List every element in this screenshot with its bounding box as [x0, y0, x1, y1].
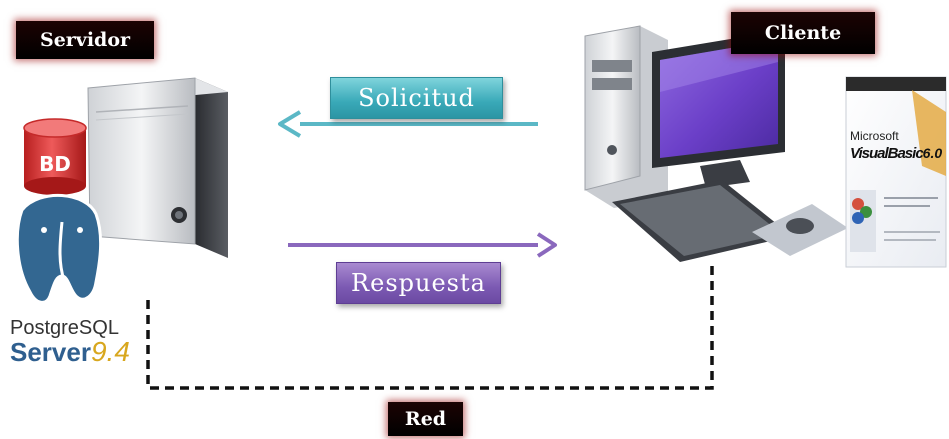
server-label: Servidor — [16, 21, 154, 59]
request-arrow — [278, 110, 538, 138]
postgres-logo-line2: Server — [10, 337, 91, 367]
client-label: Cliente — [731, 12, 875, 54]
vb-brand: Microsoft — [850, 129, 899, 143]
server-tower-icon — [87, 77, 228, 258]
vb-product: VisualBasic — [850, 145, 924, 162]
response-arrow — [288, 232, 557, 258]
postgres-logo-line2-wrap: Server9.4 — [10, 338, 130, 366]
postgres-logo-version: 9.4 — [90, 336, 130, 367]
visual-basic-box-icon — [845, 76, 947, 268]
request-label: Solicitud — [330, 77, 503, 119]
postgres-logo-line1: PostgreSQL — [10, 317, 119, 339]
desktop-computer-icon — [584, 25, 848, 262]
postgresql-elephant-icon — [15, 194, 103, 304]
vb-version: 6.0 — [922, 145, 943, 161]
vb-product-wrap: VisualBasic6.0 — [850, 145, 942, 161]
response-label: Respuesta — [336, 262, 501, 304]
database-icon: BD — [23, 118, 87, 195]
database-label: BD — [39, 152, 71, 176]
network-label: Red — [388, 402, 463, 436]
